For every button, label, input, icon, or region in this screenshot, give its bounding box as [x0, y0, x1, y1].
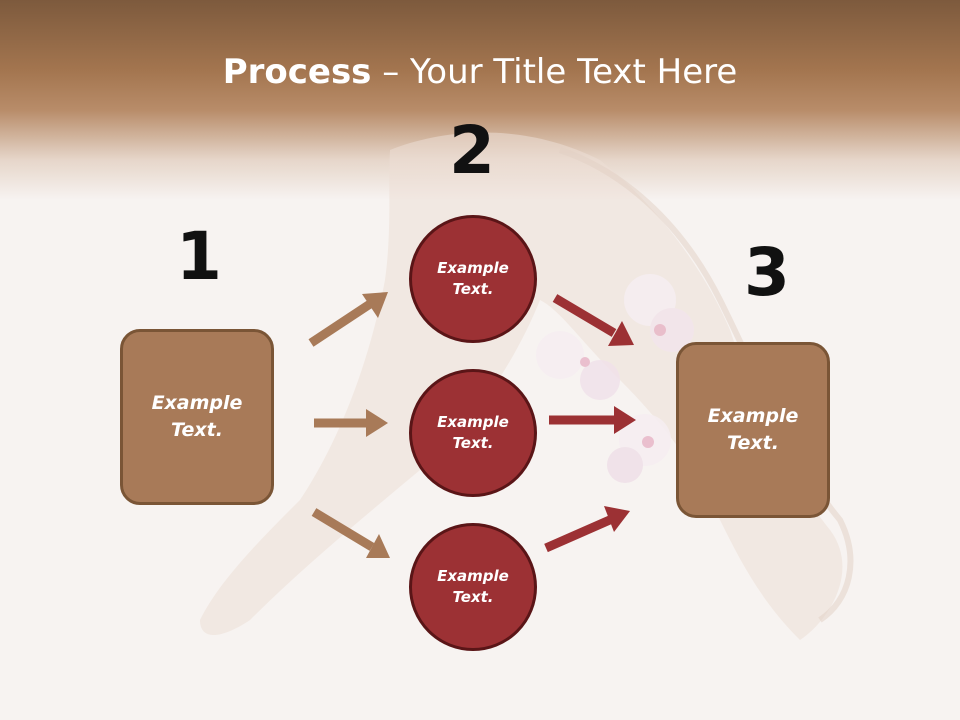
circle-middle: Example Text. — [409, 369, 537, 497]
circle-bottom-label: Example Text. — [437, 567, 509, 606]
left-box-label: Example Text. — [151, 392, 243, 441]
arrow-middle-to-right — [549, 406, 636, 434]
arrow-left-to-top — [308, 292, 388, 347]
arrow-top-to-right — [552, 294, 634, 346]
right-step-box: Example Text. — [676, 342, 830, 518]
circle-top: Example Text. — [409, 215, 537, 343]
arrow-bottom-to-right — [544, 506, 630, 553]
arrow-left-to-bottom — [311, 508, 390, 558]
title-rest: – Your Title Text Here — [371, 52, 738, 92]
arrow-left-to-middle — [314, 409, 388, 437]
orchid-flowers — [536, 274, 694, 483]
title-bold: Process — [222, 52, 372, 92]
left-step-box: Example Text. — [120, 329, 274, 505]
step-number-1: 1 — [176, 218, 222, 295]
step-number-2: 2 — [449, 112, 495, 189]
circle-bottom: Example Text. — [409, 523, 537, 651]
circle-top-label: Example Text. — [437, 259, 509, 298]
slide-title: Process – Your Title Text Here — [0, 52, 960, 92]
step-number-3: 3 — [744, 234, 790, 311]
right-box-label: Example Text. — [707, 405, 799, 454]
circle-middle-label: Example Text. — [437, 413, 509, 452]
